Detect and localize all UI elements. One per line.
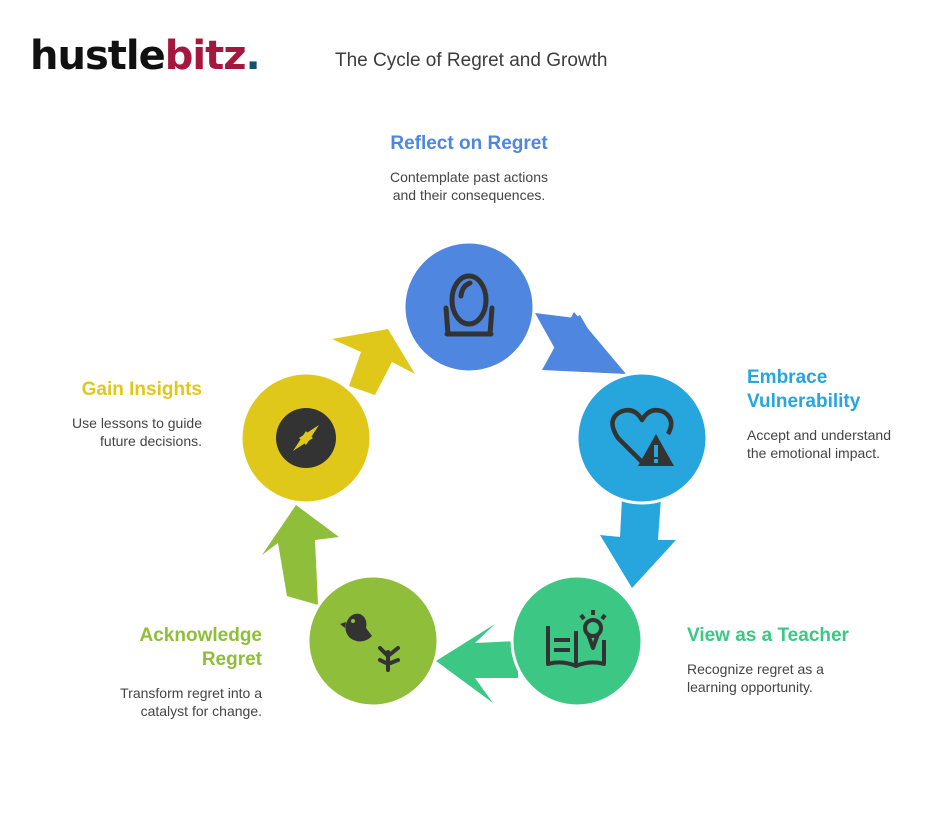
book-lightbulb-icon (546, 610, 607, 668)
brand-logo-dot: . (245, 33, 260, 79)
step-desc-line: catalyst for change. (140, 703, 262, 719)
arrow-insights-to-reflect (332, 329, 415, 395)
step-desc-line: and their consequences. (392, 187, 546, 203)
step-desc-acknowledge: Transform regret into a catalyst for cha… (42, 684, 262, 720)
step-desc-line: learning opportunity. (687, 679, 813, 695)
step-title-insights: Gain Insights (81, 379, 202, 400)
step-title-acknowledge: Acknowledge Regret (62, 624, 262, 672)
arrow-reflect-to-vulnerability-head (542, 312, 626, 374)
arrow-vulnerability-to-teacher (600, 498, 676, 588)
step-desc-line: Accept and understand (747, 427, 891, 443)
step-title-teacher: View as a Teacher (687, 625, 849, 646)
step-desc-teacher: Recognize regret as a learning opportuni… (687, 660, 907, 696)
page-title: The Cycle of Regret and Growth (335, 50, 608, 71)
heart-warning-icon (610, 408, 674, 466)
step-title-line: Embrace (747, 367, 828, 388)
step-desc-vulnerability: Accept and understand the emotional impa… (747, 426, 937, 462)
step-title-line: Acknowledge (139, 625, 262, 646)
step-title-vulnerability: Embrace Vulnerability (747, 366, 937, 414)
node-insights (239, 371, 373, 505)
node-vulnerability (575, 371, 709, 505)
step-desc-line: Contemplate past actions (390, 169, 548, 185)
step-desc-line: Use lessons to guide (72, 415, 202, 431)
step-title-line: Regret (201, 649, 262, 670)
step-desc-reflect: Contemplate past actions and their conse… (359, 168, 579, 204)
step-desc-line: the emotional impact. (747, 445, 881, 461)
step-title-reflect: Reflect on Regret (390, 133, 548, 154)
step-desc-line: Recognize regret as a (687, 661, 824, 677)
node-reflect (402, 240, 536, 374)
node-teacher (510, 574, 644, 708)
brand-logo-part2: bitz (164, 33, 247, 79)
brand-logo-part1: hustle (30, 33, 166, 79)
step-desc-insights: Use lessons to guide future decisions. (22, 414, 202, 450)
arrow-teacher-to-acknowledge (436, 624, 518, 703)
brand-logo: hustlebitz. (30, 33, 261, 79)
bird-sprout-icon (340, 613, 400, 672)
step-desc-line: Transform regret into a (120, 685, 262, 701)
node-acknowledge (306, 574, 440, 708)
arrow-acknowledge-to-insights (262, 505, 339, 605)
mirror-icon (443, 273, 495, 337)
step-desc-line: future decisions. (100, 433, 202, 449)
step-title-line: Vulnerability (747, 391, 861, 412)
compass-icon (276, 408, 336, 468)
